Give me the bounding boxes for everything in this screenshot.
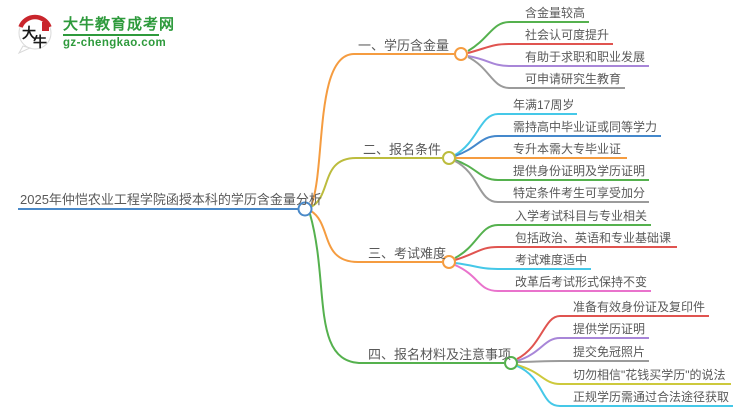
site-logo[interactable]: 大 牛 大牛教育成考网 gz-chengkao.com	[16, 12, 175, 54]
leaf-label-1-1: 含金量较高	[525, 6, 586, 20]
leaf-label-4-3: 提交免冠照片	[573, 345, 646, 359]
leaf-line-3-4	[454, 264, 651, 292]
leaf-label-2-1: 年满17周岁	[513, 98, 575, 112]
branch2-node-circle[interactable]	[442, 151, 456, 165]
leaf-line-4-3	[516, 360, 649, 363]
leaf-label-3-3: 考试难度适中	[515, 253, 588, 267]
leaf-line-1-3	[467, 55, 649, 67]
leaf-label-3-1: 入学考试科目与专业相关	[515, 209, 648, 223]
leaf-label-1-3: 有助于求职和职业发展	[525, 50, 646, 64]
trunk-branch3	[310, 210, 442, 263]
trunk-branch1	[310, 53, 454, 207]
branch3-label: 三、考试难度	[368, 246, 447, 261]
root-topic-label: 2025年仲恺农业工程学院函授本科的学历含金量分析	[20, 192, 322, 207]
leaf-label-4-5: 正规学历需通过合法途径获取	[573, 390, 730, 404]
leaf-line-4-1	[516, 315, 709, 360]
leaf-line-1-1	[467, 21, 589, 52]
leaf-label-2-2: 需持高中毕业证或同等学力	[513, 120, 658, 134]
trunk-branch2	[310, 157, 442, 208]
branch4-node-circle[interactable]	[504, 356, 518, 370]
leaf-line-4-4	[516, 364, 731, 385]
leaf-label-2-3: 专升本需大专毕业证	[513, 142, 622, 156]
leaf-label-4-4: 切勿相信"花钱买学历"的说法	[573, 368, 726, 382]
leaf-line-4-5	[516, 365, 733, 407]
leaf-label-3-2: 包括政治、英语和专业基础课	[515, 231, 672, 245]
leaf-line-2-1	[454, 113, 577, 156]
leaf-line-1-2	[467, 43, 613, 54]
leaf-label-2-4: 提供身份证明及学历证明	[513, 164, 646, 178]
leaf-line-2-4	[454, 159, 649, 181]
leaf-line-4-2	[516, 337, 649, 362]
site-domain: gz-chengkao.com	[63, 37, 167, 49]
leaf-label-2-5: 特定条件考生可享受加分	[513, 186, 646, 200]
branch1-label: 一、学历含金量	[358, 38, 450, 53]
branch1-node-circle[interactable]	[454, 47, 468, 61]
leaf-label-4-1: 准备有效身份证及复印件	[573, 300, 706, 314]
branch2-label: 二、报名条件	[363, 142, 442, 157]
leaf-line-3-1	[454, 224, 651, 259]
daniu-logo-icon: 大 牛	[17, 14, 52, 54]
leaf-line-1-4	[467, 56, 625, 89]
logo-divider	[63, 34, 159, 36]
leaf-label-3-4: 改革后考试形式保持不变	[515, 275, 648, 289]
leaf-label-4-2: 提供学历证明	[573, 322, 646, 336]
leaf-line-3-2	[454, 246, 677, 261]
leaf-line-2-2	[454, 135, 661, 157]
leaf-label-1-2: 社会认可度提升	[525, 28, 610, 42]
root-node-circle[interactable]	[297, 201, 313, 217]
leaf-line-3-3	[454, 262, 591, 270]
leaf-line-2-5	[454, 160, 649, 203]
leaf-label-1-4: 可申请研究生教育	[525, 72, 622, 86]
svg-text:牛: 牛	[33, 34, 47, 50]
svg-text:大: 大	[22, 25, 36, 41]
branch4-label: 四、报名材料及注意事项	[368, 347, 512, 362]
branch3-node-circle[interactable]	[442, 255, 456, 269]
trunk-branch4	[309, 213, 504, 364]
site-name: 大牛教育成考网	[63, 16, 176, 33]
